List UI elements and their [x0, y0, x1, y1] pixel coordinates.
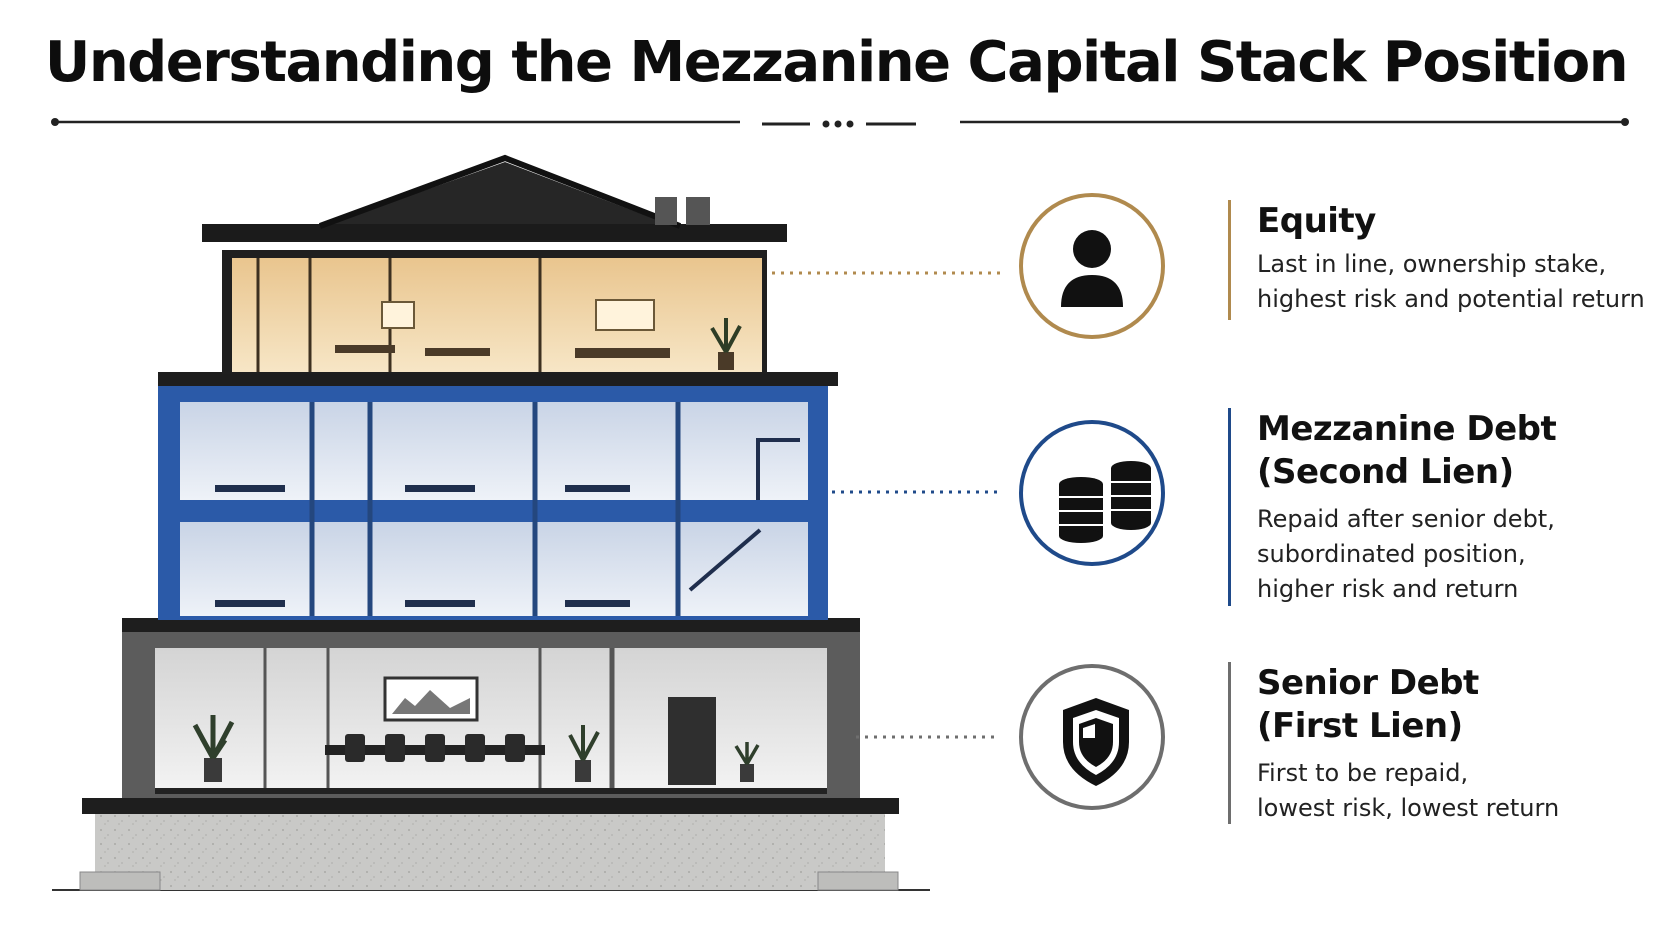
shield-icon: [1063, 698, 1129, 786]
mezzanine-description-1: Repaid after senior debt,: [1257, 505, 1555, 533]
equity-description-1: Last in line, ownership stake,: [1257, 250, 1607, 278]
mezzanine-heading: Mezzanine Debt: [1257, 409, 1557, 449]
page-title: Understanding the Mezzanine Capital Stac…: [44, 30, 1629, 95]
mezzanine-description-2: subordinated position,: [1257, 540, 1526, 568]
mezzanine-description-3: higher risk and return: [1257, 575, 1519, 603]
title-divider: [51, 118, 1629, 128]
equity-heading: Equity: [1257, 201, 1376, 241]
senior-circle: [1019, 664, 1165, 810]
equity-description-2: highest risk and potential return: [1257, 285, 1645, 313]
mezzanine-tier: Mezzanine Debt (Second Lien) Repaid afte…: [1228, 408, 1557, 606]
senior-description-2: lowest risk, lowest return: [1257, 794, 1560, 822]
mezzanine-circle: [1019, 420, 1165, 566]
senior-tier: Senior Debt (First Lien) First to be rep…: [1228, 662, 1559, 824]
mezzanine-subheading: (Second Lien): [1257, 452, 1514, 492]
coin-stack-icon: [1059, 461, 1151, 543]
person-icon: [1061, 230, 1123, 307]
senior-subheading: (First Lien): [1257, 706, 1463, 746]
senior-heading: Senior Debt: [1257, 663, 1479, 703]
equity-tier: Equity Last in line, ownership stake, hi…: [1228, 200, 1645, 320]
senior-description-1: First to be repaid,: [1257, 759, 1469, 787]
equity-circle: [1019, 193, 1165, 339]
